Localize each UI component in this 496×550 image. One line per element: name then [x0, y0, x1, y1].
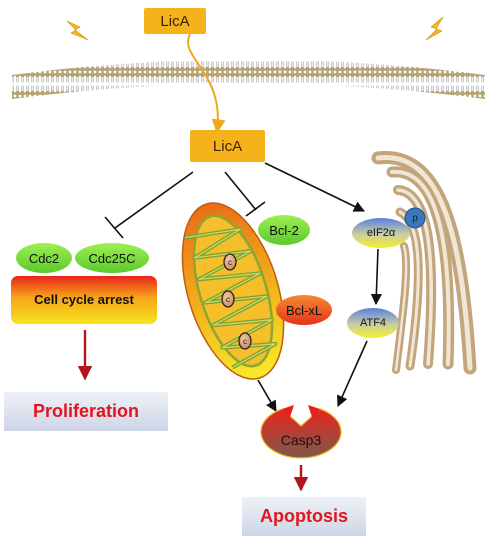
cdc25c-ellipse: [75, 243, 149, 273]
atf4-label: ATF4: [359, 317, 387, 329]
proliferation-label: Proliferation: [32, 401, 139, 421]
mitochondrion: [181, 202, 285, 380]
cytochrome-c-1-label: c: [228, 257, 232, 267]
cdc2-ellipse: [16, 243, 72, 273]
lica-outside-label: LicA: [144, 8, 206, 34]
eif2a-label: eIF2α: [366, 227, 396, 239]
cytochrome-c-3-label: c: [243, 336, 247, 346]
eif2a-ellipse: [352, 218, 410, 248]
cell-cycle-arrest-box: [11, 276, 157, 324]
cytochrome-c-2: [221, 290, 235, 308]
arrow-eif2a-to-atf4: [370, 248, 382, 306]
atf4-ellipse: [347, 308, 399, 338]
bcl2-label: Bcl-2: [269, 222, 299, 238]
inhibit-bar-bcl2: [245, 201, 266, 217]
inhibit-line-bcl2: [224, 171, 257, 211]
arrow-lica-entry: [187, 33, 226, 134]
inhibit-bar-cell-cycle: [104, 216, 124, 239]
endoplasmic-reticulum: [371, 151, 477, 375]
casp3-shape: [260, 405, 342, 459]
apoptosis-label: Apoptosis: [260, 506, 348, 526]
phosphate-label: p: [412, 212, 418, 224]
cdc2-label: Cdc2: [28, 250, 60, 266]
bclxl-ellipse: [276, 295, 332, 325]
cell-cycle-arrest-label: Cell cycle arrest: [34, 291, 134, 307]
apoptosis-banner: [242, 497, 366, 536]
cell-membrane: [12, 59, 485, 99]
cytochrome-c-2-label: c: [226, 294, 230, 304]
inhibit-line-cell-cycle: [114, 171, 194, 229]
lica-inside-label: LicA: [190, 130, 265, 162]
cdc25c-label: Cdc25C: [88, 250, 136, 266]
cytochrome-c-1: [223, 253, 237, 271]
phosphate-circle: [404, 207, 426, 229]
bcl2-ellipse: [258, 215, 310, 245]
cytochrome-c-3: [238, 332, 252, 350]
arrow-mito-to-casp3: [257, 379, 277, 412]
proliferation-banner: [4, 392, 168, 431]
casp3-label: Casp3: [280, 432, 322, 448]
arrow-atf4-to-casp3: [336, 340, 368, 408]
lightning-icon-left: [66, 20, 89, 41]
lightning-icon-right: [425, 16, 444, 41]
bclxl-label: Bcl-xL: [285, 302, 323, 318]
arrow-lica-to-eif2a: [264, 162, 366, 212]
